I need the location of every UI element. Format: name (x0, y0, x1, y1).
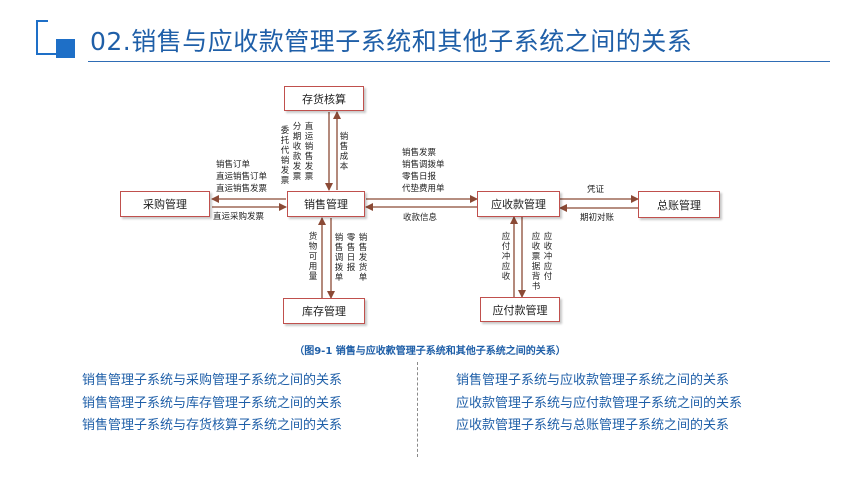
flow-label-available-qty: 货物可用量 (308, 232, 318, 282)
node-payable: 应付款管理 (480, 297, 560, 322)
figure-caption: （图9-1 销售与应收款管理子系统和其他子系统之间的关系） (294, 346, 566, 357)
flow-label-advance-fee: 代垫费用单 (402, 184, 445, 194)
topic-item: 销售管理子系统与应收款管理子系统之间的关系 (456, 373, 730, 388)
flow-label-payable-offset: 应付冲应收 (501, 232, 511, 282)
flow-label-direct-purchase-invoice: 直运采购发票 (213, 212, 265, 222)
column-divider (417, 362, 418, 457)
node-purchase: 采购管理 (120, 191, 210, 217)
flow-label-voucher: 凭证 (587, 185, 605, 195)
flow-label-retail-report: 零售日报 (346, 233, 356, 273)
flow-label-direct-sales-order: 直运销售订单 (216, 172, 268, 182)
flow-label-direct-sales-invoice: 直运销售发票 (304, 122, 314, 182)
section-logo-icon (36, 20, 75, 58)
flow-label-sales-invoice: 销售发票 (402, 148, 437, 158)
node-receivable: 应收款管理 (477, 191, 560, 217)
topic-item: 销售管理子系统与库存管理子系统之间的关系 (82, 395, 343, 411)
node-general-ledger: 总账管理 (638, 191, 720, 218)
node-sales: 销售管理 (287, 191, 365, 217)
flow-label-sales-order: 销售订单 (216, 160, 251, 170)
flow-label-note-endorsement: 应收票据背书 (531, 232, 541, 292)
topic-item: 应收款管理子系统与应付款管理子系统之间的关系 (456, 395, 743, 411)
flow-label-sales-cost: 销售成本 (339, 132, 349, 172)
flow-label-receivable-offset: 应收冲应付 (543, 232, 553, 282)
relationship-diagram (211, 111, 639, 299)
flow-label-sales-delivery: 销售发货单 (358, 233, 368, 283)
flow-label-payment-info: 收款信息 (403, 213, 438, 223)
topic-item: 销售管理子系统与存货核算子系统之间的关系 (82, 418, 343, 433)
flow-label-installment-invoice: 分期收款发票 (292, 122, 302, 182)
flow-label-retail-daily: 零售日报 (402, 172, 437, 182)
flow-label-entrusted-invoice: 委托代销发票 (280, 126, 290, 186)
flow-label-opening-reconcile: 期初对账 (580, 213, 615, 223)
topic-list-left: 销售管理子系统与采购管理子系统之间的关系 销售管理子系统与库存管理子系统之间的关… (82, 370, 342, 438)
topic-item: 销售管理子系统与采购管理子系统之间的关系 (82, 373, 343, 388)
page-title: 02.销售与应收款管理子系统和其他子系统之间的关系 (90, 27, 693, 56)
node-warehouse: 库存管理 (283, 298, 365, 324)
title-divider (88, 61, 830, 62)
flow-label-sales-transfer: 销售调拨单 (402, 160, 445, 170)
flow-label-direct-sales-invoice: 直运销售发票 (216, 184, 268, 194)
node-inventory-accounting: 存货核算 (284, 86, 364, 111)
flow-label-sales-transfer-order: 销售调拨单 (334, 233, 344, 283)
topic-list-right: 销售管理子系统与应收款管理子系统之间的关系 应收款管理子系统与应付款管理子系统之… (456, 370, 742, 438)
topic-item: 应收款管理子系统与总账管理子系统之间的关系 (456, 418, 730, 433)
